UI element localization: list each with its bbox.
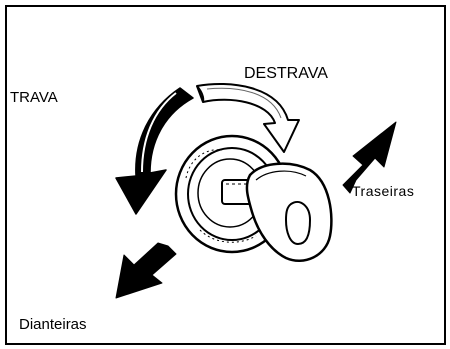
diagram-border <box>5 5 446 345</box>
curved-arrow-counterclockwise-icon <box>115 87 194 215</box>
label-dianteiras: Dianteiras <box>19 316 87 333</box>
curved-arrow-clockwise-icon <box>196 83 300 153</box>
key-in-lock-icon <box>221 162 333 263</box>
label-destrava: DESTRAVA <box>244 65 328 82</box>
label-trava: TRAVA <box>10 89 58 106</box>
arrow-down-left-icon <box>115 242 177 299</box>
label-traseiras: Traseiras <box>352 183 415 199</box>
arrow-up-right-icon <box>342 121 397 194</box>
